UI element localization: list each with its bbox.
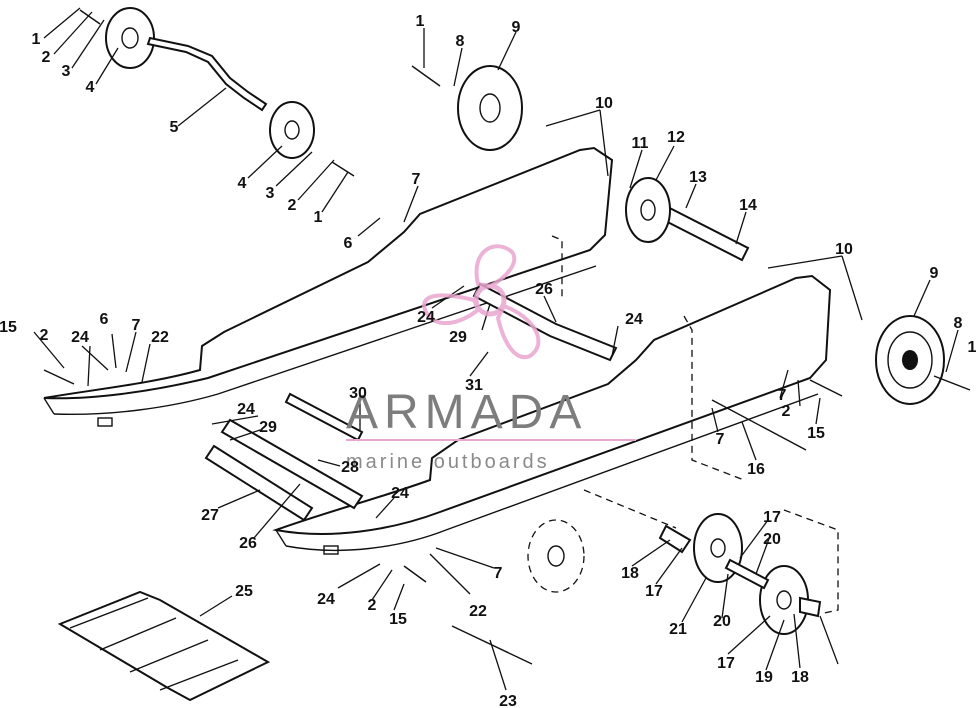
armada-watermark: ARMADA marine outboards (346, 244, 636, 473)
axle-5 (146, 36, 268, 112)
callout-28: 28 (341, 459, 359, 476)
wheel-12 (625, 177, 671, 243)
idler-wheel-9-right (875, 315, 945, 405)
callout-30: 30 (349, 385, 367, 402)
callout-13: 13 (689, 169, 707, 186)
rail-bracket-slot (323, 545, 339, 555)
callout-8: 8 (456, 33, 465, 50)
callout-8: 8 (954, 315, 963, 332)
callout-24: 24 (391, 485, 409, 502)
watermark-brand: ARMADA (346, 386, 587, 439)
callout-4: 4 (238, 175, 247, 192)
callout-1: 1 (32, 31, 41, 48)
leader-lines (33, 7, 959, 691)
rear-wheel-right (759, 565, 822, 635)
shaft-29-lower (220, 418, 364, 510)
callout-15: 15 (807, 425, 825, 442)
callout-12: 12 (667, 129, 685, 146)
left-rail (43, 146, 614, 427)
callout-19: 19 (755, 669, 773, 686)
rear-wheel-left (658, 513, 743, 583)
callout-21: 21 (669, 621, 687, 638)
callout-20: 20 (763, 531, 781, 548)
watermark-tagline: marine outboards (346, 451, 550, 473)
callout-17: 17 (645, 583, 663, 600)
callout-11: 11 (632, 135, 649, 152)
dashed-leaders (551, 235, 839, 615)
callout-24: 24 (71, 329, 89, 346)
callout-15: 15 (389, 611, 407, 628)
callout-2: 2 (782, 403, 791, 420)
idler-wheel-lower-left (269, 101, 315, 159)
callout-7: 7 (412, 171, 421, 188)
shaft-30 (284, 392, 364, 442)
callout-10: 10 (595, 95, 613, 112)
callout-7: 7 (132, 317, 141, 334)
track-clip-assembly (57, 590, 271, 702)
callout-20: 20 (713, 613, 731, 630)
callout-2: 2 (40, 327, 49, 344)
callout-3: 3 (62, 63, 71, 80)
callout-29: 29 (259, 419, 277, 436)
callout-18: 18 (621, 565, 639, 582)
callout-7: 7 (716, 431, 725, 448)
callout-26: 26 (535, 281, 553, 298)
callout-9: 9 (512, 19, 521, 36)
callout-26: 26 (239, 535, 257, 552)
callout-6: 6 (344, 235, 353, 252)
callout-9: 9 (930, 265, 939, 282)
callout-2: 2 (368, 597, 377, 614)
callout-6: 6 (100, 311, 109, 328)
callout-1: 1 (968, 339, 977, 356)
rear-axle-21 (724, 558, 770, 590)
callout-18: 18 (791, 669, 809, 686)
callout-24: 24 (237, 401, 255, 418)
callout-23: 23 (499, 693, 517, 708)
callout-24: 24 (317, 591, 335, 608)
callout-3: 3 (266, 185, 275, 202)
callout-31: 31 (465, 377, 483, 394)
callout-29: 29 (449, 329, 467, 346)
callout-22: 22 (151, 329, 169, 346)
callout-15: 15 (0, 319, 17, 336)
callout-2: 2 (42, 49, 51, 66)
callout-1: 1 (314, 209, 323, 226)
callout-2: 2 (288, 197, 297, 214)
callout-16: 16 (747, 461, 765, 478)
idler-wheel-9-top (457, 65, 523, 151)
callout-14: 14 (739, 197, 757, 214)
callout-24: 24 (417, 309, 435, 326)
callout-5: 5 (170, 119, 179, 136)
callout-10: 10 (835, 241, 853, 258)
callout-7: 7 (778, 387, 787, 404)
callout-25: 25 (235, 583, 253, 600)
callout-17: 17 (717, 655, 735, 672)
rail-bracket-slot (97, 417, 113, 427)
idler-wheel-upper-left (105, 7, 155, 69)
propeller-logo (421, 244, 541, 360)
phantom-wheel (527, 519, 585, 593)
callout-22: 22 (469, 603, 487, 620)
callout-17: 17 (763, 509, 781, 526)
callout-7: 7 (494, 565, 503, 582)
bolts (43, 9, 971, 665)
callout-24: 24 (625, 311, 643, 328)
callout-4: 4 (86, 79, 95, 96)
callout-1: 1 (416, 13, 425, 30)
callout-27: 27 (201, 507, 219, 524)
